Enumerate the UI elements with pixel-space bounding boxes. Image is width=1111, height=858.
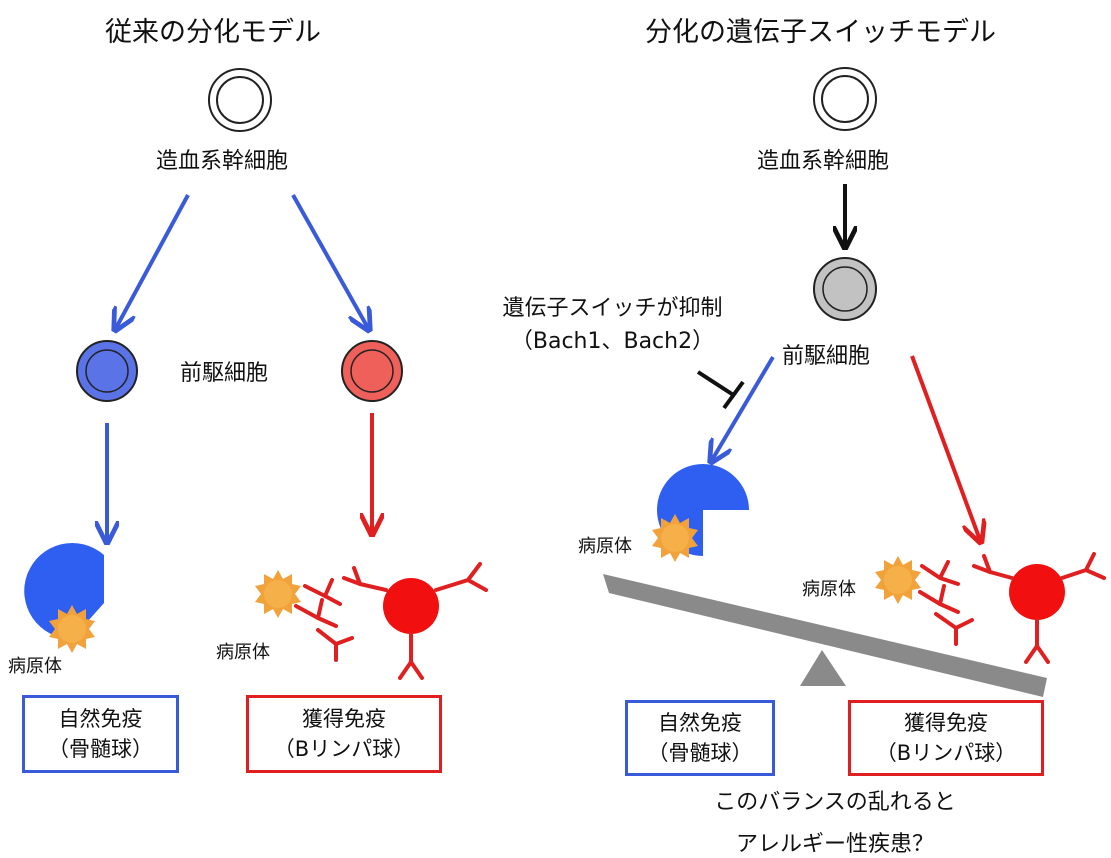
left-red-progenitor-icon bbox=[341, 340, 403, 402]
left-b-cell-icon bbox=[342, 562, 488, 680]
right-title: 分化の遺伝子スイッチモデル bbox=[645, 17, 996, 48]
right-progenitor-label: 前駆細胞 bbox=[782, 344, 871, 369]
balance-caption-line2: アレルギー性疾患？ bbox=[735, 832, 934, 857]
right-innate-immunity-box: 自然免疫 （骨髄球） bbox=[625, 700, 775, 776]
right-pathogen-label: 病原体 bbox=[578, 536, 632, 557]
right-acquired-immunity-box: 獲得免疫 （Bリンパ球） bbox=[848, 700, 1044, 776]
right-acquired-line1: 獲得免疫 bbox=[904, 711, 988, 735]
right-arrow-to-b-cell bbox=[910, 355, 980, 540]
left-pathogen-red-label: 病原体 bbox=[216, 642, 270, 663]
balance-caption-line1: このバランスの乱れると bbox=[714, 790, 956, 815]
right-stem-cell-icon bbox=[813, 67, 877, 131]
right-gray-progenitor-icon bbox=[813, 257, 877, 321]
suppression-label-line2: （Bach1、Bach2） bbox=[510, 329, 715, 354]
left-arrow-to-blue-progenitor bbox=[116, 194, 190, 328]
seesaw-beam bbox=[603, 574, 1047, 697]
suppression-inhibitor-icon bbox=[696, 370, 745, 410]
right-innate-line2: （骨髄球） bbox=[647, 741, 753, 765]
left-innate-line2: （骨髄球） bbox=[48, 737, 153, 761]
right-arrow-to-myeloid bbox=[712, 355, 775, 460]
left-pathogen-icon bbox=[49, 605, 95, 653]
right-acquired-line2: （Bリンパ球） bbox=[875, 741, 1017, 765]
left-acquired-immunity-box: 獲得免疫 （Bリンパ球） bbox=[246, 695, 442, 773]
right-innate-line1: 自然免疫 bbox=[658, 711, 742, 735]
left-pathogen-red-icon bbox=[255, 570, 301, 618]
left-pathogen-label: 病原体 bbox=[8, 656, 62, 677]
left-title: 従来の分化モデル bbox=[105, 17, 321, 48]
left-innate-immunity-box: 自然免疫 （骨髄球） bbox=[22, 695, 179, 773]
left-acquired-line2: （Bリンパ球） bbox=[273, 737, 415, 761]
left-arrow-to-red-progenitor bbox=[291, 194, 368, 328]
left-antibodies-icon bbox=[294, 578, 354, 662]
right-pathogen-red-icon bbox=[875, 556, 921, 604]
right-b-cell-icon bbox=[972, 552, 1106, 664]
right-antibodies-icon bbox=[918, 560, 974, 646]
suppression-label-line1: 遺伝子スイッチが抑制 bbox=[502, 296, 723, 321]
left-acquired-line1: 獲得免疫 bbox=[302, 707, 386, 731]
right-stem-cell-label: 造血系幹細胞 bbox=[757, 149, 890, 174]
left-blue-progenitor-icon bbox=[76, 340, 138, 402]
left-stem-cell-icon bbox=[208, 68, 272, 132]
right-pathogen-icon bbox=[652, 514, 698, 562]
left-innate-line1: 自然免疫 bbox=[58, 707, 143, 731]
right-pathogen-red-label: 病原体 bbox=[802, 579, 856, 600]
left-progenitor-label: 前駆細胞 bbox=[180, 361, 269, 386]
left-stem-cell-label: 造血系幹細胞 bbox=[156, 149, 289, 174]
seesaw-fulcrum bbox=[800, 650, 846, 686]
